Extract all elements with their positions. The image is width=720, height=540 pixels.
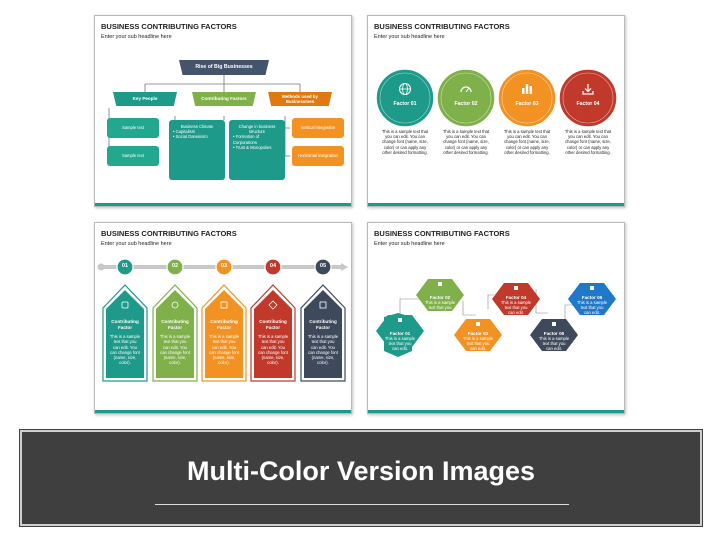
branch-methods: Methods used by Businessmen: [268, 92, 332, 106]
slide-subtitle: Enter your sub headline here: [101, 34, 172, 40]
slide-thumbnail-4[interactable]: BUSINESS CONTRIBUTING FACTORS Enter your…: [367, 222, 625, 414]
factor-column-item: • Capitalism: [173, 129, 196, 135]
factor-column-title: Business Climate: [180, 124, 214, 129]
calendar-icon: [221, 302, 227, 308]
tag-icon: [320, 302, 326, 308]
root-node-label: Rise of Big Businesses: [195, 64, 253, 70]
timeline-graphic: [97, 258, 348, 382]
download-icon: [582, 84, 594, 95]
key-people-box-2: Sample text: [107, 146, 159, 166]
factor-column-business-structure: Change in business structure • Formation…: [229, 120, 285, 180]
globe-icon: [399, 83, 411, 95]
factor-column-title: Change in business structure: [238, 124, 276, 135]
method-box-2: Horizontal integration: [292, 146, 344, 166]
key-people-text: Sample text: [121, 153, 145, 158]
step-number: 02: [171, 263, 179, 269]
slide-title: BUSINESS CONTRIBUTING FACTORS: [374, 229, 510, 238]
card-icon-1: [122, 302, 128, 308]
step-number: 05: [319, 263, 327, 269]
share-icon: [172, 302, 178, 308]
key-people-box-1: Sample text: [107, 118, 159, 138]
step-number: 01: [121, 263, 129, 269]
branch-contributing-factors: Contributing Factors: [192, 92, 256, 106]
factor-label: Factor 02: [454, 101, 478, 107]
factor-circles-graphic: [375, 68, 618, 128]
root-node: Rise of Big Businesses: [179, 60, 269, 75]
branch-key-people: Key People: [113, 92, 177, 106]
step-number: 04: [269, 263, 277, 269]
branch-label: Contributing Factors: [201, 96, 247, 101]
factor-label: Factor 04: [576, 101, 600, 107]
slide-thumbnail-3[interactable]: BUSINESS CONTRIBUTING FACTORS Enter your…: [94, 222, 352, 414]
slide-title: BUSINESS CONTRIBUTING FACTORS: [374, 22, 510, 31]
bar-chart-icon: [522, 84, 532, 94]
banner-title: Multi-Color Version Images: [186, 456, 536, 486]
slide-thumbnail-1[interactable]: BUSINESS CONTRIBUTING FACTORS Enter your…: [94, 15, 352, 207]
factor-column-item: • Social Darwinism: [173, 134, 208, 140]
slide-subtitle: Enter your sub headline here: [374, 241, 445, 247]
factor-column-item: • Trust & Monopolies: [233, 144, 272, 150]
banner-divider: [155, 504, 569, 505]
hexagon-graphic: [376, 279, 616, 357]
key-people-text: Sample text: [121, 125, 145, 130]
factor-label: Factor 03: [515, 101, 539, 107]
step-number: 03: [220, 263, 228, 269]
factor-column-item: • Formation of Corporations: [233, 134, 260, 145]
slide-subtitle: Enter your sub headline here: [374, 34, 445, 40]
diamond-icon: [270, 302, 276, 308]
slide-thumbnail-2[interactable]: BUSINESS CONTRIBUTING FACTORS Enter your…: [367, 15, 625, 207]
slide-title: BUSINESS CONTRIBUTING FACTORS: [101, 22, 237, 31]
factor-label: Factor 01: [393, 101, 417, 107]
branch-label: Key People: [132, 96, 158, 101]
slide-title: BUSINESS CONTRIBUTING FACTORS: [101, 229, 237, 238]
method-box-1: Vertical integration: [292, 118, 344, 138]
version-banner: Multi-Color Version Images: [20, 430, 702, 526]
branch-label: Methods used by Businessmen: [282, 94, 318, 104]
slide-subtitle: Enter your sub headline here: [101, 241, 172, 247]
method-text: Vertical integration: [300, 125, 336, 130]
dashboard-icon: [460, 86, 472, 93]
method-text: Horizontal integration: [298, 153, 338, 158]
factor-column-business-climate: Business Climate • Capitalism • Social D…: [169, 120, 225, 180]
